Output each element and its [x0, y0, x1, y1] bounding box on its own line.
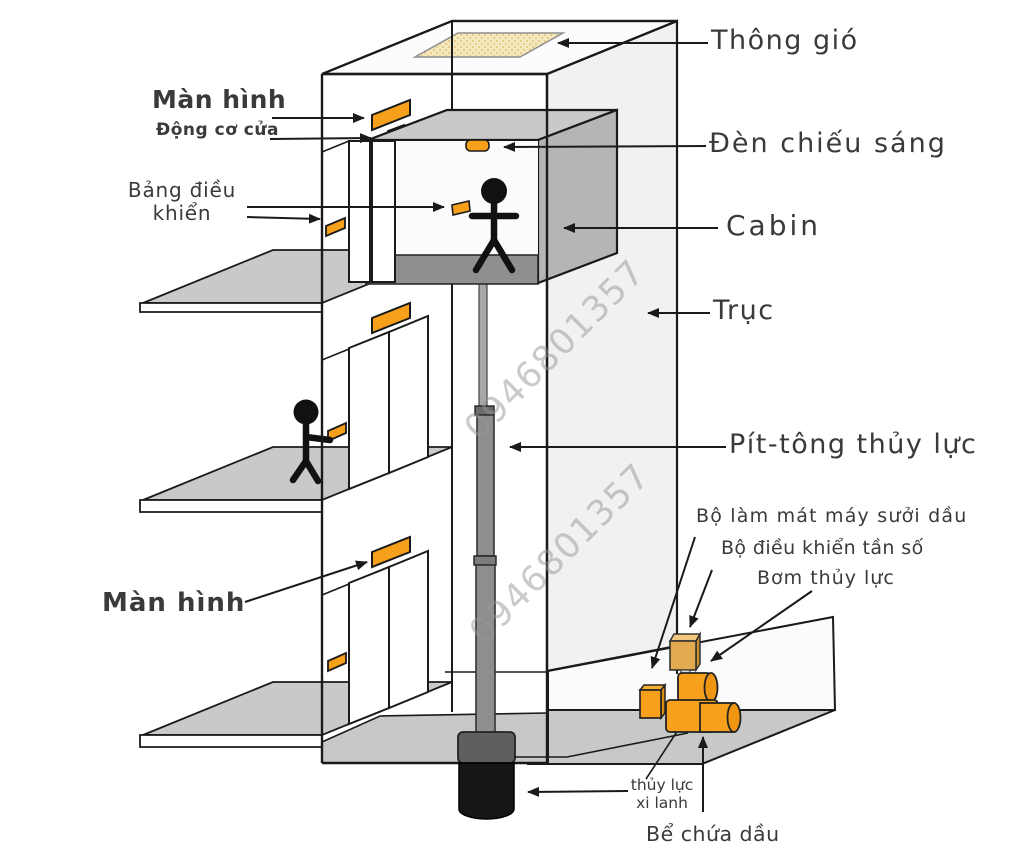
- waiting-passenger-figure: [289, 399, 334, 485]
- label-truc: Trục: [713, 295, 775, 326]
- display-screen-floor3: [371, 98, 411, 132]
- annotation-arrows: [244, 38, 813, 812]
- shaft-top-right-slope: [546, 19, 678, 76]
- floor2-slab-edge: [139, 499, 323, 513]
- label-den-chieu-sang: Đèn chiếu sáng: [709, 128, 947, 159]
- hydraulic-piston: [457, 277, 516, 820]
- passenger-head: [293, 399, 319, 425]
- door1-left-panel: [348, 565, 390, 726]
- cabin-door-panel-left: [348, 140, 371, 283]
- floor3-slab-edge: [139, 302, 323, 313]
- label-thuy-luc-xi-lanh: thủy lực xi lanh: [612, 776, 712, 812]
- display-screen-floor2: [371, 301, 411, 335]
- label-bo-dieu-khien-tan-so: Bộ điều khiển tần số: [721, 537, 924, 559]
- label-be-chua-dau: Bể chứa dầu: [646, 822, 780, 846]
- cabin-right-wall: [536, 108, 619, 285]
- piston-collar-lower: [473, 555, 497, 566]
- oil-cooler-front: [669, 640, 697, 671]
- cabin-interior: [396, 141, 538, 256]
- oil-pipe-diagonal: [566, 732, 689, 758]
- label-bom-thuy-luc: Bơm thủy lực: [757, 567, 895, 589]
- label-thuy-luc-line2: xi lanh: [636, 794, 688, 812]
- call-panel-floor3: [325, 216, 346, 238]
- label-cabin: Cabin: [726, 209, 822, 242]
- arrow-bom-thuy-luc: [710, 590, 813, 662]
- arrow-bo-dieu-khien: [689, 569, 713, 628]
- label-bang-dieu-khien-line2: khiển: [152, 201, 212, 225]
- label-pit-tong: Pít-tông thủy lực: [729, 429, 978, 460]
- cabin-door-reveal: [321, 140, 350, 153]
- cylinder-head: [457, 731, 516, 764]
- passenger-leg-left: [289, 457, 310, 484]
- display-screen-floor1: [371, 535, 411, 569]
- label-thong-gio: Thông gió: [711, 25, 859, 56]
- oil-tank-cap: [726, 702, 742, 733]
- pump-motor-cap: [703, 672, 719, 703]
- arrow-thuy-luc-xi-lanh: [527, 786, 629, 797]
- door2-reveal: [321, 348, 350, 361]
- cabin-passenger-head: [481, 178, 507, 204]
- door1-reveal: [321, 583, 350, 596]
- call-panel-floor1: [327, 651, 347, 673]
- door1-right-panel: [388, 549, 429, 710]
- arrow-dong-co-cua: [269, 133, 372, 144]
- landing-doors: [321, 314, 429, 726]
- cabin-control-panel: [451, 200, 471, 216]
- cabin-passenger-leg-right: [490, 236, 516, 274]
- passenger-arm: [302, 433, 334, 444]
- passenger-leg-right: [302, 457, 322, 485]
- cabin-ceiling-light: [465, 139, 490, 152]
- label-thuy-luc-line1: thủy lực: [630, 776, 694, 794]
- door2-right-panel: [388, 314, 429, 475]
- cabin-passenger-leg-left: [472, 236, 498, 274]
- arrow-man-hinh-bottom: [244, 560, 368, 603]
- label-bang-dieu-khien: Bảng điều khiển: [116, 179, 248, 225]
- floor1-slab-edge: [139, 734, 323, 748]
- cabin-passenger-figure: [468, 178, 520, 274]
- label-bo-lam-mat: Bộ làm mát máy sưởi dầu: [696, 505, 968, 527]
- label-dong-co-cua: Động cơ cửa: [156, 120, 279, 140]
- label-man-hinh-bottom: Màn hình: [102, 588, 246, 618]
- label-man-hinh-top: Màn hình: [152, 85, 287, 114]
- cabin-door-panel-right: [371, 140, 396, 283]
- arrow-den-chieu-sang: [503, 141, 707, 152]
- door2-left-panel: [348, 330, 390, 491]
- shaft-outline: [320, 19, 678, 763]
- shaft-top-left-slope: [321, 19, 453, 76]
- controller-box-front: [639, 689, 662, 719]
- cylinder-body: [458, 762, 515, 820]
- hydraulic-pump-unit: [514, 631, 742, 780]
- oil-cooler-top: [668, 633, 702, 642]
- arrow-bo-lam-mat: [650, 536, 696, 669]
- label-bang-dieu-khien-line1: Bảng điều: [127, 178, 237, 202]
- arrow-bang-dieu-khien-2: [246, 213, 321, 224]
- piston-rod: [478, 277, 488, 409]
- elevator-cabin: [321, 108, 619, 285]
